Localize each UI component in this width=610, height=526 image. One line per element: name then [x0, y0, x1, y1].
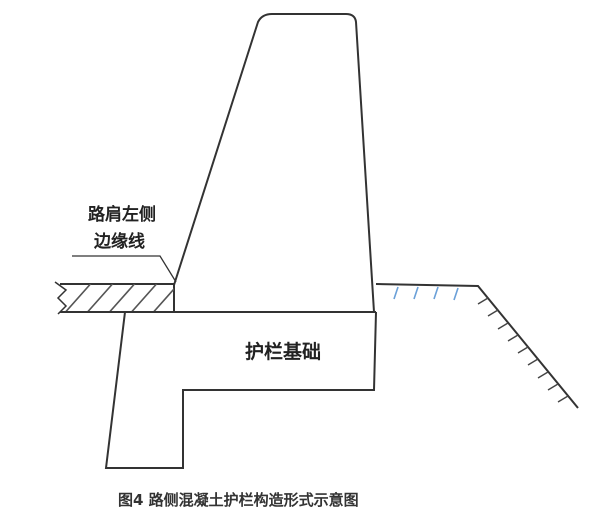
shoulder-edge-label-line2: 边缘线	[94, 232, 145, 252]
concrete-barrier-body	[173, 13, 375, 313]
pavement-layer	[54, 281, 174, 315]
guardrail-foundation-label: 护栏基础	[245, 341, 322, 363]
shoulder-edge-label-line1: 路肩左侧	[88, 205, 156, 225]
shoulder-edge-leader-line	[72, 255, 177, 283]
figure-caption: 图4 路侧混凝土护栏构造形式示意图	[118, 491, 359, 509]
guardrail-foundation	[104, 311, 377, 469]
embankment-slope	[375, 283, 579, 409]
